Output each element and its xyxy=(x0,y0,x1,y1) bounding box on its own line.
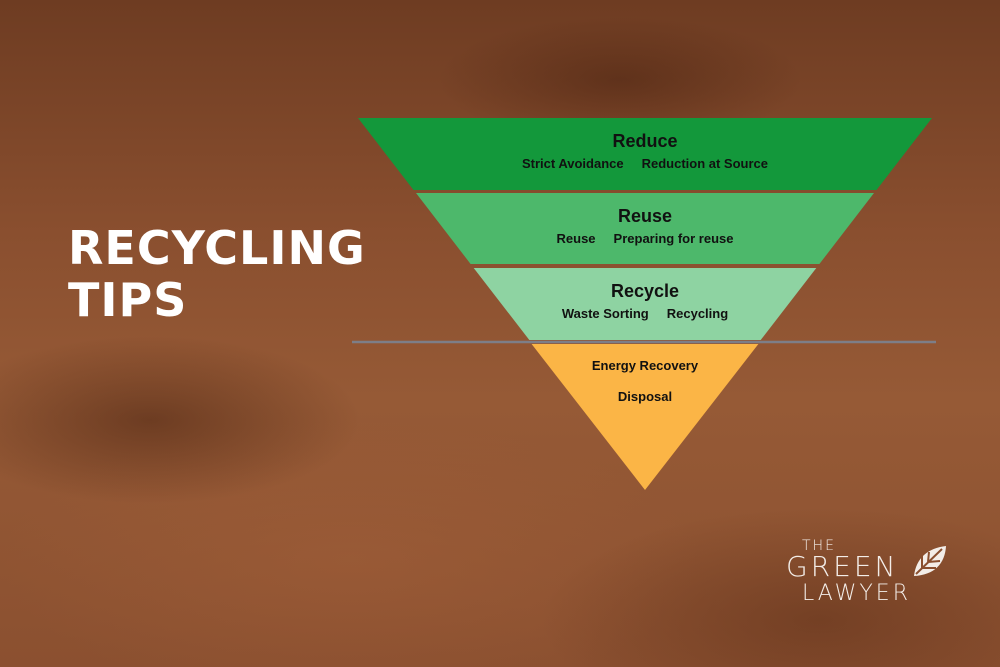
band-disposal xyxy=(531,344,759,490)
recycle-heading: Recycle xyxy=(610,281,680,301)
band-reuse xyxy=(416,193,874,264)
page-title: RECYCLING TIPS xyxy=(68,222,366,326)
recycle-item: Recycling xyxy=(666,306,729,321)
disposal-label-1: Energy Recovery xyxy=(591,358,699,373)
reduce-item: Strict Avoidance xyxy=(521,156,624,171)
band-recycle xyxy=(473,268,817,340)
reduce-heading: Reduce xyxy=(612,131,678,151)
reuse-item: Reuse xyxy=(556,231,596,246)
reduce-label: Reduce Strict Avoidance Reduction at Sour… xyxy=(445,131,845,171)
recycle-label: Recycle Waste Sorting Recycling xyxy=(445,281,845,321)
recycle-item: Waste Sorting xyxy=(561,306,649,321)
disposal-label-2: Disposal xyxy=(617,389,673,404)
leaf-icon xyxy=(914,546,946,576)
title-line-1: RECYCLING xyxy=(68,221,366,275)
logo-line-2: GREEN xyxy=(786,550,899,583)
band-reduce xyxy=(358,118,932,190)
reuse-heading: Reuse xyxy=(617,206,673,226)
logo-line-3: LAWYER xyxy=(802,581,911,606)
reduce-item: Reduction at Source xyxy=(641,156,769,171)
logo-line-1: THE xyxy=(802,538,836,554)
reuse-item: Preparing for reuse xyxy=(613,231,734,246)
title-line-2: TIPS xyxy=(68,273,188,327)
